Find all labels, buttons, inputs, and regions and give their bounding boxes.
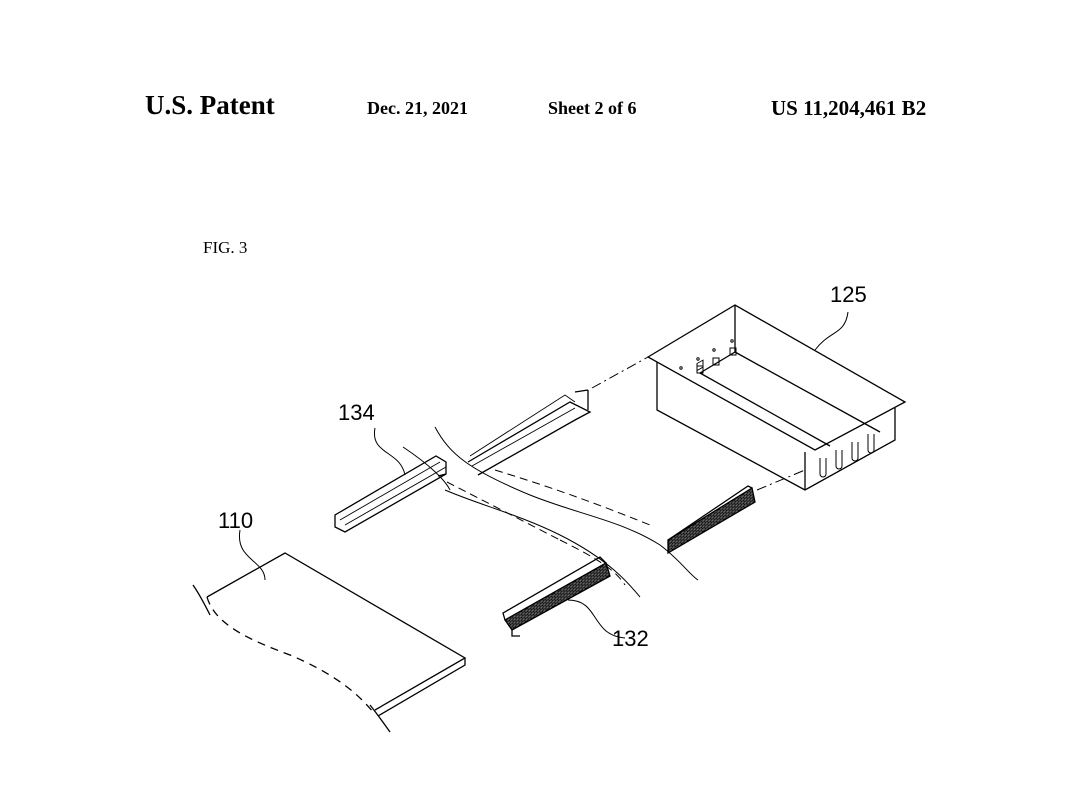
rail-134: [334, 389, 592, 533]
sheet-number: Sheet 2 of 6: [548, 98, 637, 118]
patent-title: U.S. Patent: [145, 90, 275, 120]
tray-125: [646, 304, 907, 491]
rail-132: [502, 485, 756, 637]
patent-date: Dec. 21, 2021: [367, 98, 468, 118]
ref-label-132: 132: [612, 626, 649, 651]
ref-label-134: 134: [338, 400, 375, 425]
leader-lines: [239, 427, 626, 639]
ref-label-110: 110: [218, 508, 253, 533]
panel-110: [192, 552, 467, 733]
figure-label: FIG. 3: [203, 238, 248, 257]
ref-label-125: 125: [830, 282, 867, 307]
break-lines: [402, 356, 806, 598]
patent-number: US 11,204,461 B2: [771, 96, 927, 120]
